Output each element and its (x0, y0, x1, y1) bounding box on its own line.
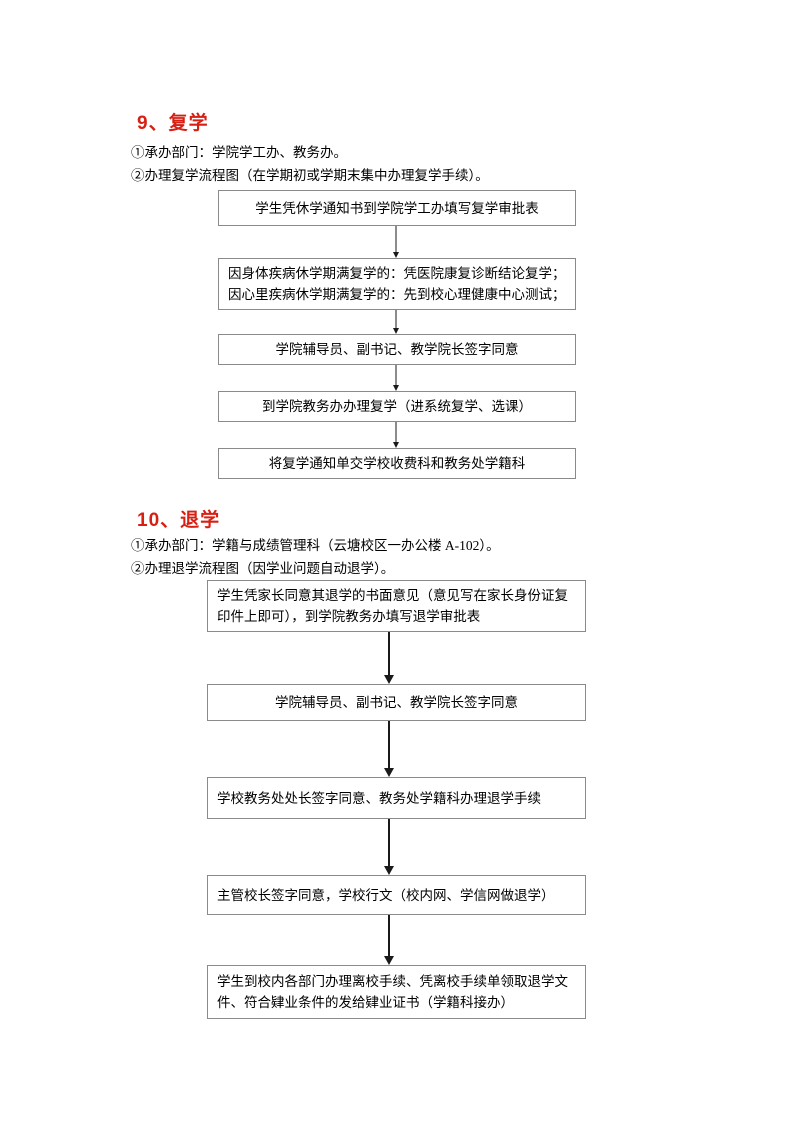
section-9-heading: 9、复学 (137, 113, 209, 134)
flow-arrow-s10-4-to-5 (381, 915, 397, 965)
flow-step-s9-step-1: 学生凭休学通知书到学院学工办填写复学审批表 (218, 190, 576, 226)
arrow-shaft (395, 226, 397, 252)
arrow-shaft (395, 422, 397, 442)
flow-step-s9-step-2: 因身体疾病休学期满复学的：凭医院康复诊断结论复学； 因心里疾病休学期满复学的：先… (218, 258, 576, 310)
arrow-shaft (388, 819, 390, 867)
section-10-heading: 10、退学 (137, 510, 221, 531)
section-9-note-2: ②办理复学流程图（在学期初或学期末集中办理复学手续）。 (131, 168, 489, 183)
flow-step-line: 学院辅导员、副书记、教学院长签字同意 (275, 695, 518, 710)
flow-arrow-s9-3-to-4 (388, 365, 404, 391)
flow-arrow-s10-3-to-4 (381, 819, 397, 875)
flow-arrow-s9-4-to-5 (388, 422, 404, 448)
flow-step-line: 学生到校内各部门办理离校手续、凭离校手续单领取退学文 (217, 974, 568, 989)
flow-step-s10-step-5: 学生到校内各部门办理离校手续、凭离校手续单领取退学文 件、符合肄业条件的发给肄业… (207, 965, 586, 1019)
flow-step-s10-step-3: 学校教务处处长签字同意、教务处学籍科办理退学手续 (207, 777, 586, 819)
flow-step-line: 因身体疾病休学期满复学的：凭医院康复诊断结论复学； (228, 266, 566, 281)
arrow-head (384, 675, 394, 684)
flow-step-line: 到学院教务办办理复学（进系统复学、选课） (262, 399, 532, 414)
section-10-note-2: ②办理退学流程图（因学业问题自动退学）。 (131, 561, 395, 576)
arrow-head (393, 442, 399, 448)
section-10-note-1: ①承办部门：学籍与成绩管理科（云塘校区一办公楼 A-102）。 (131, 538, 500, 553)
arrow-shaft (388, 915, 390, 957)
arrow-shaft (395, 310, 397, 328)
flow-step-s10-step-2: 学院辅导员、副书记、教学院长签字同意 (207, 684, 586, 721)
arrow-head (393, 252, 399, 258)
arrow-head (384, 768, 394, 777)
arrow-shaft (388, 721, 390, 769)
flow-step-s9-step-4: 到学院教务办办理复学（进系统复学、选课） (218, 391, 576, 422)
arrow-shaft (388, 632, 390, 676)
flow-step-line: 印件上即可），到学院教务办填写退学审批表 (217, 609, 481, 624)
flow-step-line: 因心里疾病休学期满复学的：先到校心理健康中心测试； (228, 287, 566, 302)
arrow-head (393, 328, 399, 334)
flow-arrow-s9-2-to-3 (388, 310, 404, 334)
flow-step-line: 将复学通知单交学校收费科和教务处学籍科 (268, 456, 526, 471)
flow-step-line: 学院辅导员、副书记、教学院长签字同意 (275, 342, 519, 357)
flow-step-line: 学校教务处处长签字同意、教务处学籍科办理退学手续 (217, 790, 541, 806)
arrow-head (384, 956, 394, 965)
section-9-note-1: ①承办部门：学院学工办、教务办。 (131, 145, 347, 160)
flow-step-line: 件、符合肄业条件的发给肄业证书（学籍科接办） (217, 995, 514, 1010)
flow-step-s9-step-3: 学院辅导员、副书记、教学院长签字同意 (218, 334, 576, 365)
arrow-head (393, 385, 399, 391)
flow-step-s10-step-1: 学生凭家长同意其退学的书面意见（意见写在家长身份证复 印件上即可），到学院教务办… (207, 580, 586, 632)
flow-step-line: 学生凭家长同意其退学的书面意见（意见写在家长身份证复 (217, 588, 568, 603)
flow-step-s9-step-5: 将复学通知单交学校收费科和教务处学籍科 (218, 448, 576, 479)
flow-step-line: 学生凭休学通知书到学院学工办填写复学审批表 (255, 200, 539, 216)
flow-step-line: 主管校长签字同意，学校行文（校内网、学信网做退学） (217, 887, 555, 903)
flow-arrow-s9-1-to-2 (388, 226, 404, 258)
flow-step-s10-step-4: 主管校长签字同意，学校行文（校内网、学信网做退学） (207, 875, 586, 915)
flow-arrow-s10-1-to-2 (381, 632, 397, 684)
arrow-head (384, 866, 394, 875)
flow-arrow-s10-2-to-3 (381, 721, 397, 777)
arrow-shaft (395, 365, 397, 385)
